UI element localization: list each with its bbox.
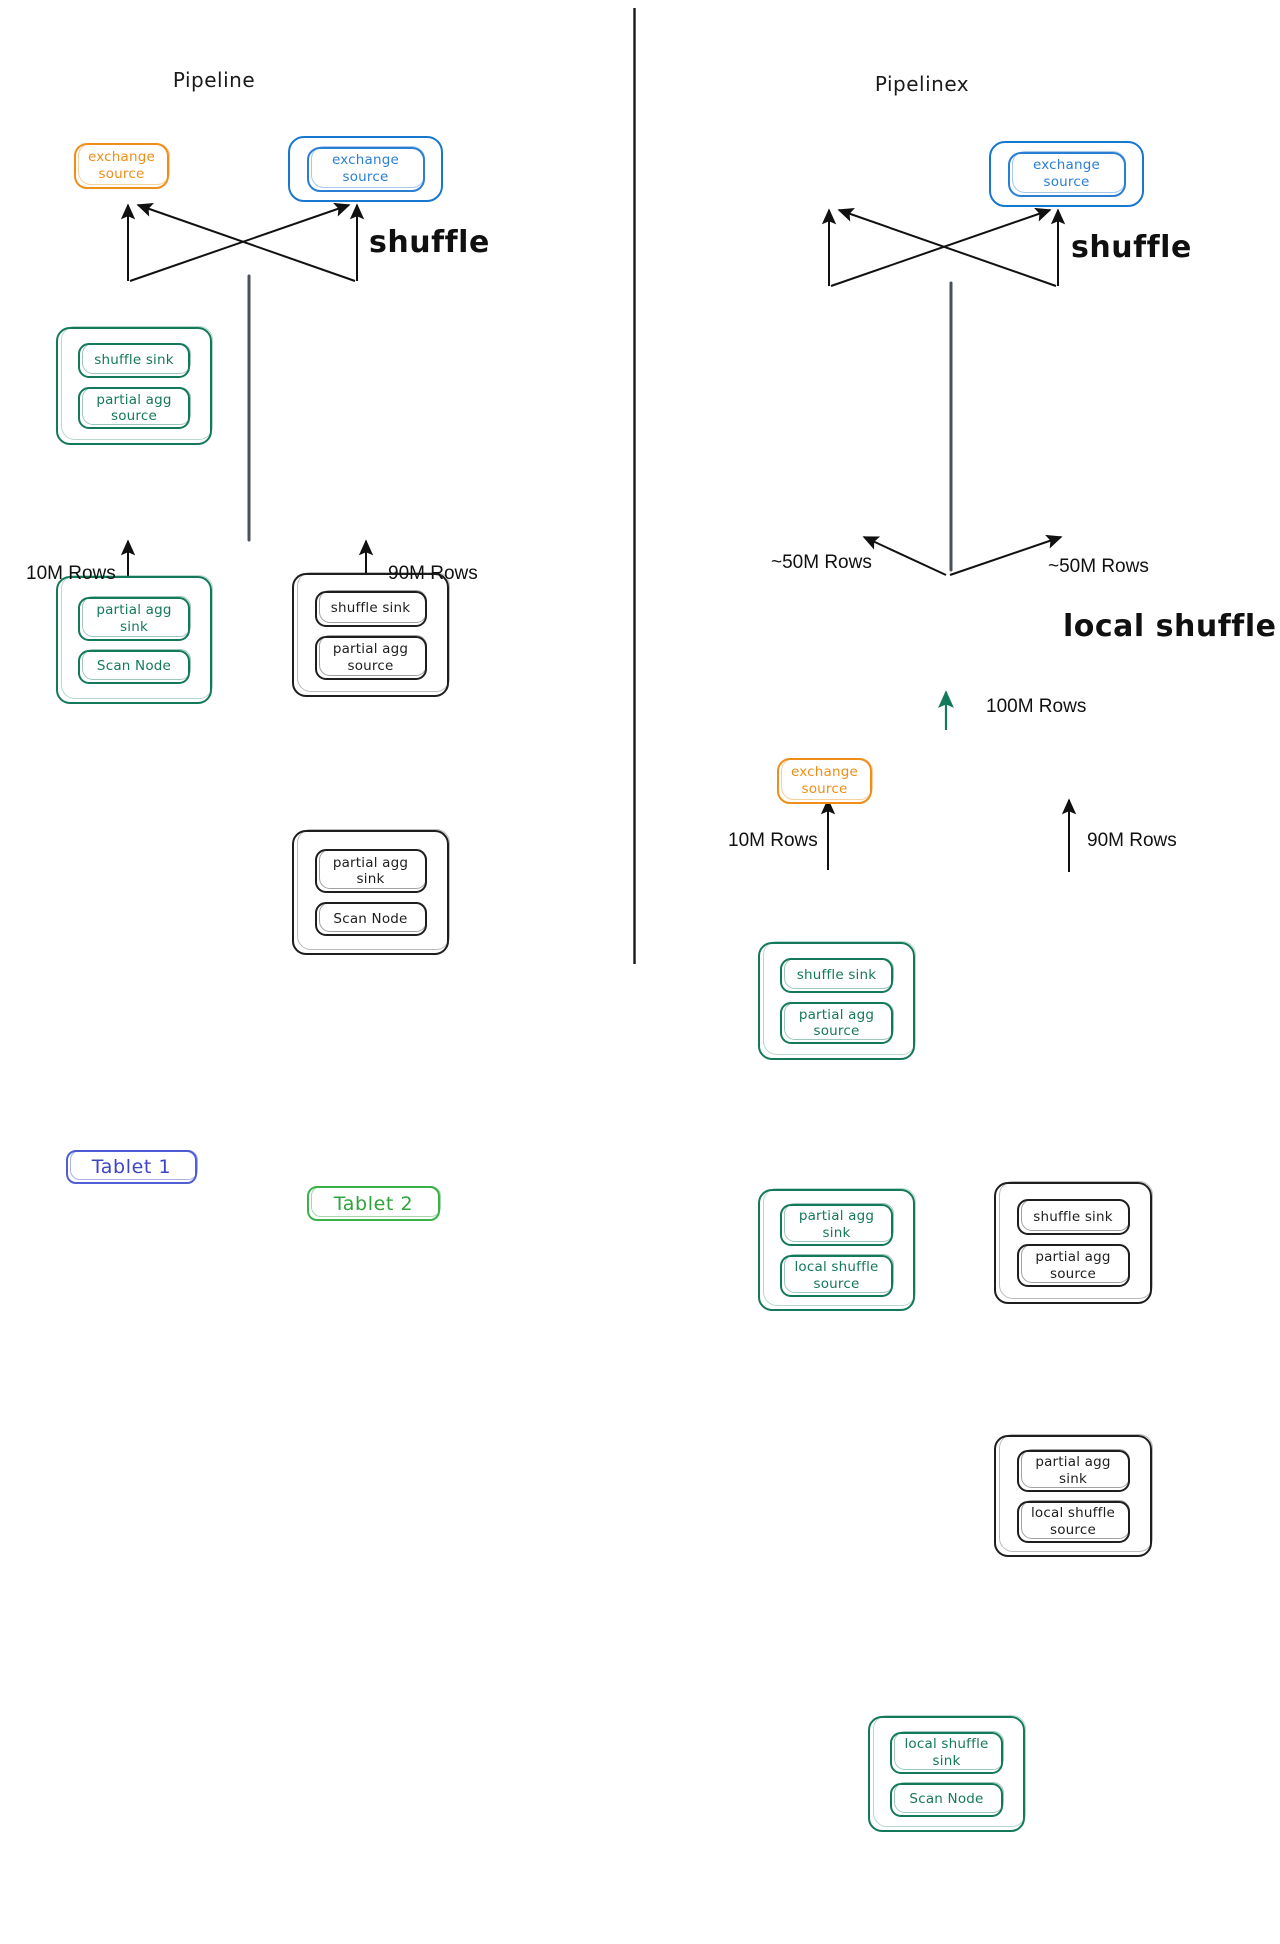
node-partial-agg-source[interactable]: partial agg source bbox=[314, 635, 427, 680]
right-black-lower-fragment[interactable]: partial agg sink local shuffle source bbox=[994, 1434, 1153, 1557]
right-green-upper-fragment[interactable]: shuffle sink partial agg source bbox=[758, 941, 916, 1060]
local-shuffle-label: local shuffle bbox=[1063, 609, 1277, 644]
node-partial-agg-source[interactable]: partial agg source bbox=[780, 1001, 894, 1044]
node-partial-agg-source[interactable]: partial agg source bbox=[1016, 1243, 1130, 1287]
left-exchange-source-orange[interactable]: exchange source bbox=[74, 142, 170, 189]
node-scan-node[interactable]: Scan Node bbox=[78, 649, 191, 684]
right-green-lower-fragment[interactable]: partial agg sink local shuffle source bbox=[758, 1188, 916, 1311]
node-scan-node[interactable]: Scan Node bbox=[314, 901, 427, 936]
node-shuffle-sink[interactable]: shuffle sink bbox=[78, 342, 191, 378]
left-panel-title: Pipeline bbox=[172, 68, 256, 92]
right-exchange-source-blue[interactable]: exchange source bbox=[1007, 151, 1126, 197]
node-partial-agg-source[interactable]: partial agg source bbox=[78, 386, 191, 429]
left-black-lower-fragment[interactable]: partial agg sink Scan Node bbox=[292, 829, 450, 955]
left-exchange-source-blue[interactable]: exchange source bbox=[306, 146, 425, 192]
left-shuffle-label: shuffle bbox=[369, 225, 490, 260]
left-green-upper-fragment[interactable]: shuffle sink partial agg source bbox=[56, 326, 213, 445]
left-rows-label-10m: 10M Rows bbox=[26, 563, 116, 584]
node-partial-agg-sink[interactable]: partial agg sink bbox=[78, 596, 191, 641]
right-black-upper-fragment[interactable]: shuffle sink partial agg source bbox=[994, 1181, 1153, 1304]
left-green-lower-fragment[interactable]: partial agg sink Scan Node bbox=[56, 575, 213, 704]
node-partial-agg-sink[interactable]: partial agg sink bbox=[780, 1203, 894, 1246]
right-rows-label-100m: 100M Rows bbox=[986, 696, 1087, 717]
right-rows-label-90m: 90M Rows bbox=[1087, 830, 1177, 851]
node-partial-agg-sink[interactable]: partial agg sink bbox=[314, 848, 427, 893]
right-exchange-source-orange[interactable]: exchange source bbox=[777, 757, 873, 804]
left-tablet-2[interactable]: Tablet 2 bbox=[307, 1185, 441, 1221]
node-shuffle-sink[interactable]: shuffle sink bbox=[314, 590, 427, 627]
left-black-upper-fragment[interactable]: shuffle sink partial agg source bbox=[292, 572, 450, 697]
right-rows-label-10m: 10M Rows bbox=[728, 830, 818, 851]
left-exchange-source-blue-outer[interactable]: exchange source bbox=[288, 136, 443, 202]
node-partial-agg-sink[interactable]: partial agg sink bbox=[1016, 1449, 1130, 1492]
right-exchange-source-blue-outer[interactable]: exchange source bbox=[989, 141, 1144, 207]
node-local-shuffle-source[interactable]: local shuffle source bbox=[1016, 1500, 1130, 1543]
left-tablet-1[interactable]: Tablet 1 bbox=[66, 1149, 198, 1184]
right-rows-label-50m-left: ~50M Rows bbox=[771, 552, 872, 573]
diagram-arrows-layer bbox=[120, 8, 1077, 964]
node-local-shuffle-source[interactable]: local shuffle source bbox=[780, 1254, 894, 1297]
node-local-shuffle-sink[interactable]: local shuffle sink bbox=[890, 1731, 1004, 1774]
node-shuffle-sink[interactable]: shuffle sink bbox=[780, 957, 894, 993]
local-shuffle-fragment[interactable]: local shuffle sink Scan Node bbox=[868, 1715, 1026, 1832]
node-shuffle-sink[interactable]: shuffle sink bbox=[1016, 1198, 1130, 1235]
right-shuffle-label: shuffle bbox=[1071, 230, 1192, 265]
node-scan-node[interactable]: Scan Node bbox=[890, 1782, 1004, 1817]
right-rows-label-50m-right: ~50M Rows bbox=[1048, 556, 1149, 577]
right-panel-title: Pipelinex bbox=[874, 72, 970, 96]
left-rows-label-90m: 90M Rows bbox=[388, 563, 478, 584]
